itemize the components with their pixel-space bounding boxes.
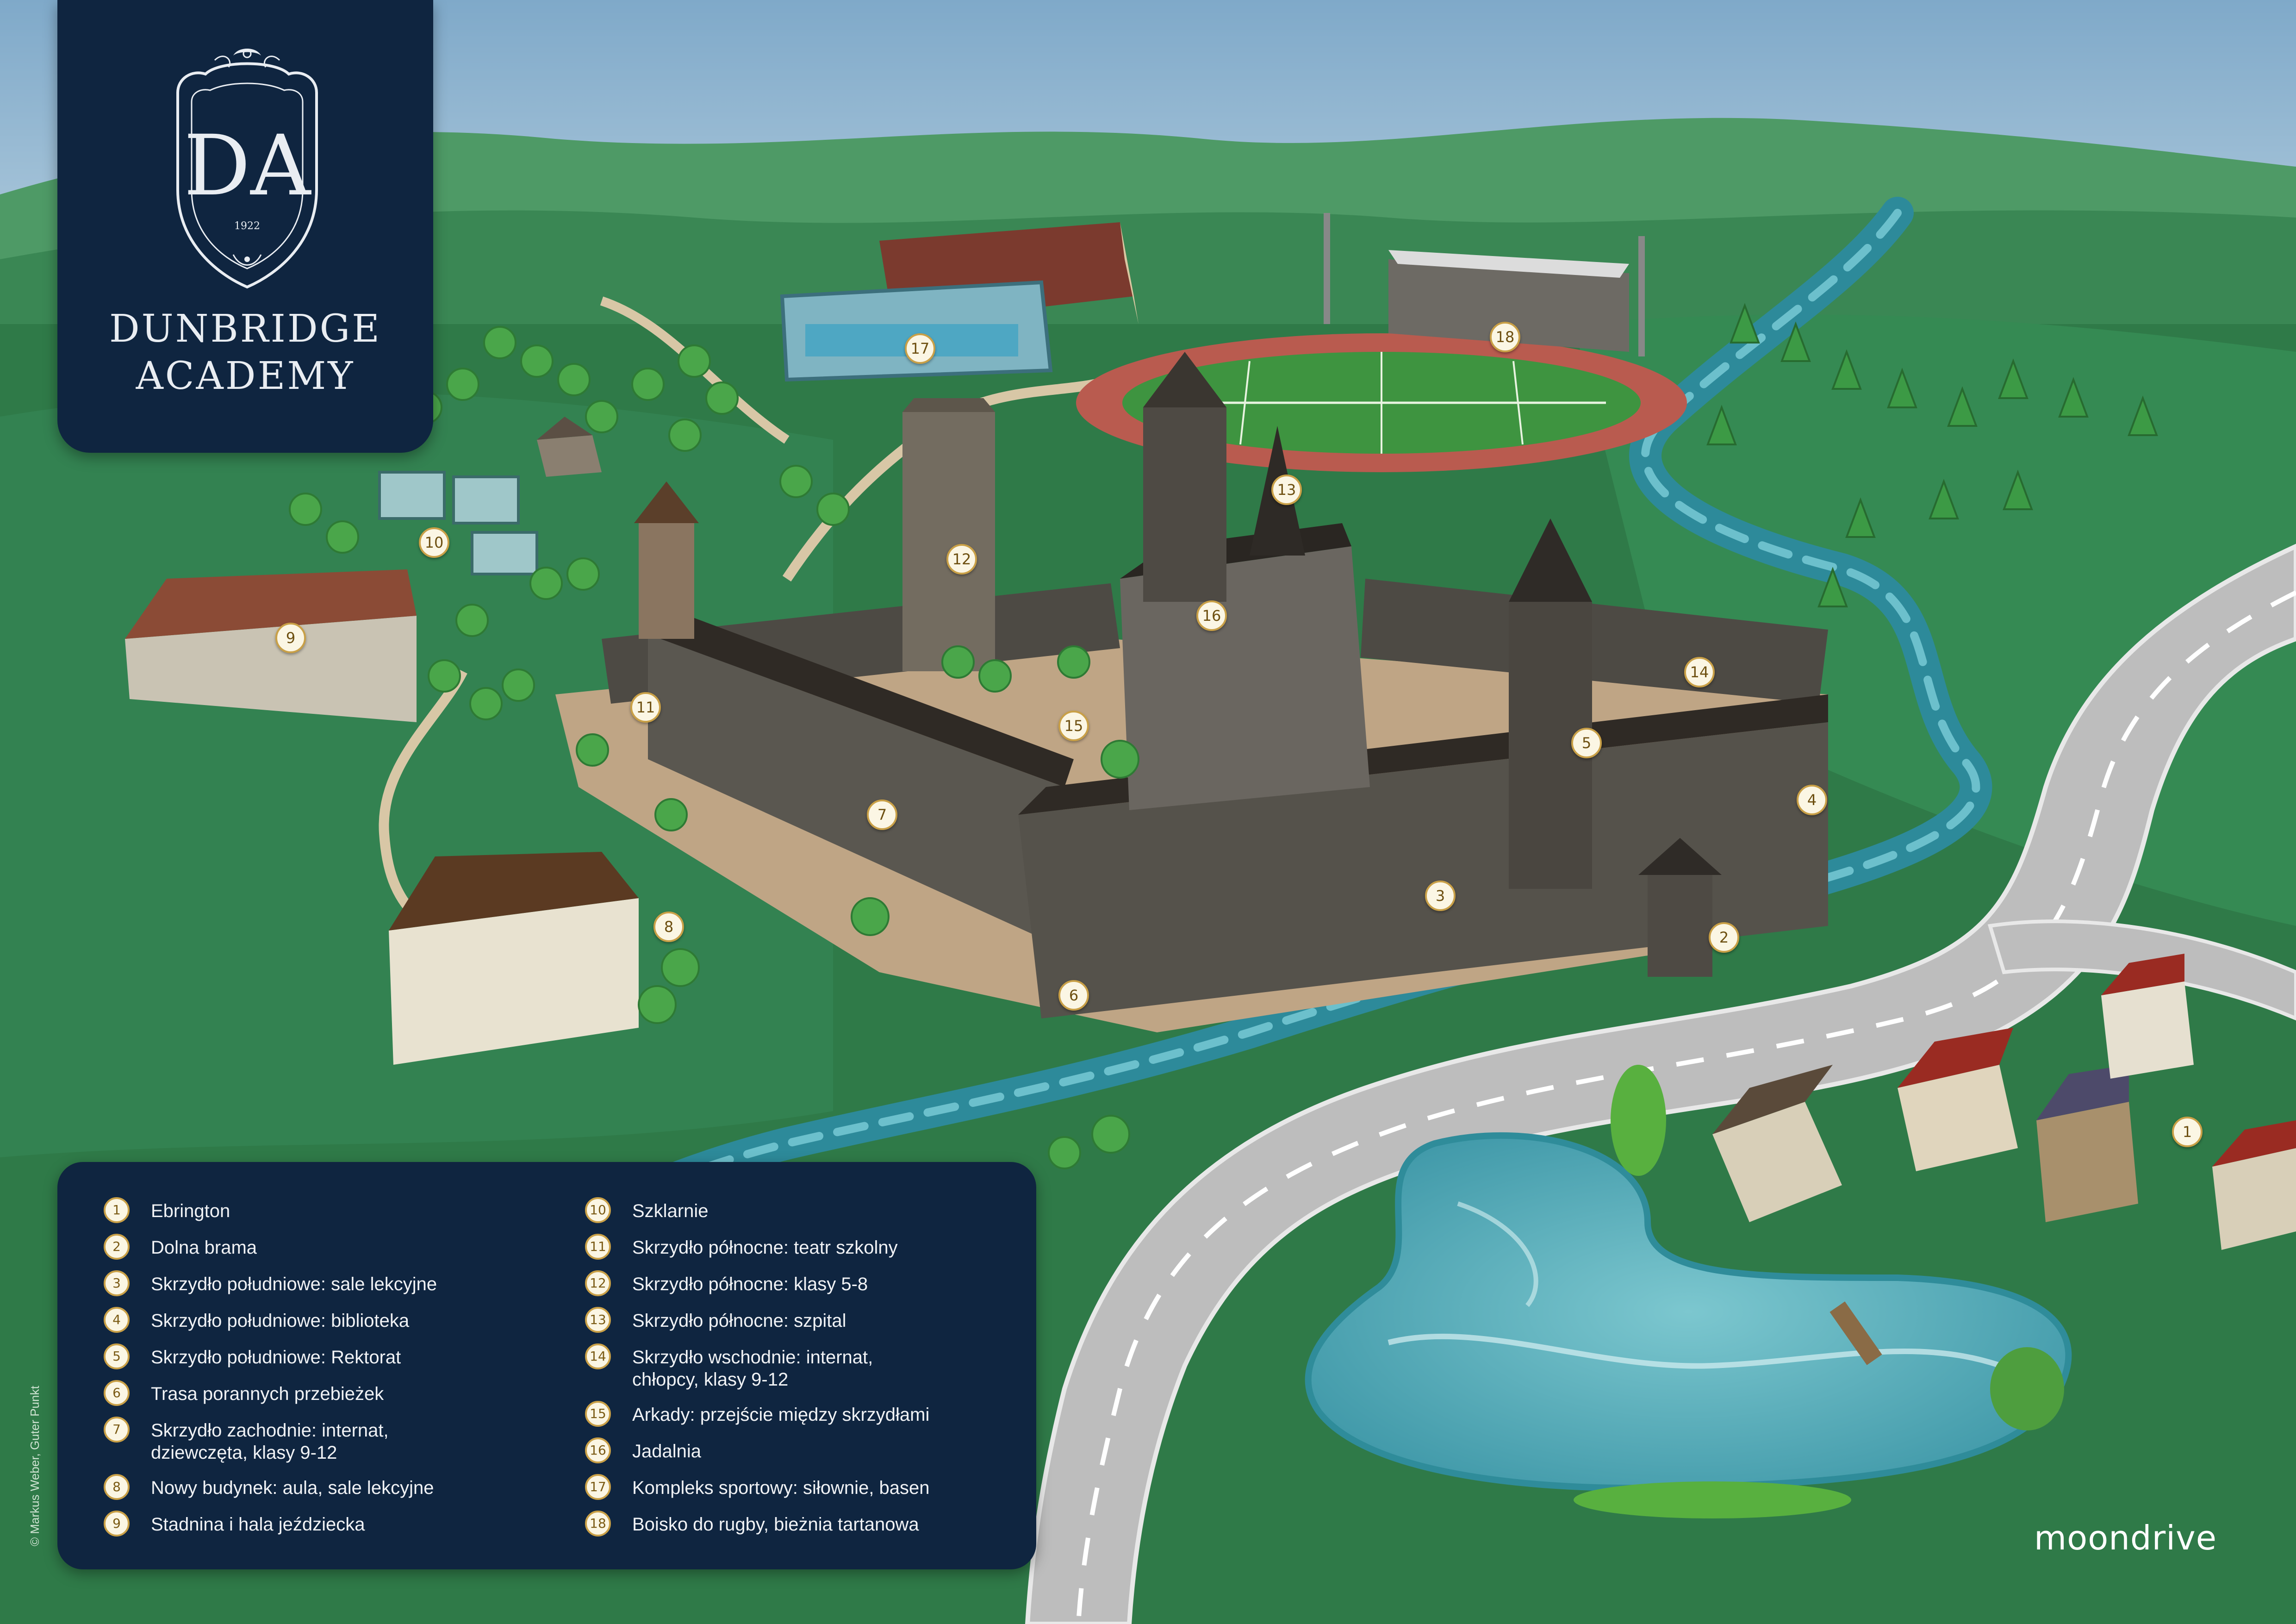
crest-emblem: DA 1922 <box>176 49 318 289</box>
legend-number: 18 <box>585 1511 611 1537</box>
lake-ripple-2 <box>1457 1201 1538 1307</box>
legend-label: Trasa porannych przebieżek <box>151 1384 384 1404</box>
legend-label: Skrzydło północne: klasy 5-8 <box>632 1274 868 1294</box>
legend-label: Szklarnie <box>632 1201 709 1221</box>
legend-label: Skrzydło zachodnie: internat, dziewczęta… <box>151 1420 389 1463</box>
legend-label: Jadalnia <box>632 1441 702 1462</box>
legend-label: Kompleks sportowy: siłownie, basen <box>632 1478 930 1498</box>
river-highlight <box>528 209 1980 1254</box>
crest-year: 1922 <box>234 220 260 232</box>
map-marker-16[interactable]: 16 <box>1196 600 1227 631</box>
legend-number: 13 <box>585 1307 611 1333</box>
legend-number: 14 <box>585 1343 611 1369</box>
map-marker-2[interactable]: 2 <box>1709 922 1739 953</box>
legend-number: 17 <box>585 1474 611 1500</box>
map-marker-18[interactable]: 18 <box>1490 322 1520 352</box>
map-marker-6[interactable]: 6 <box>1058 980 1089 1011</box>
brand-name-line2: ACADEMY <box>136 354 355 398</box>
tower-cathedral <box>1143 407 1226 602</box>
legend-label: Stadnina i hala jeździecka <box>151 1514 365 1535</box>
legend-number: 2 <box>104 1234 130 1260</box>
conifers <box>1706 303 2158 607</box>
map-marker-7[interactable]: 7 <box>867 800 897 830</box>
map-marker-3[interactable]: 3 <box>1425 881 1456 911</box>
hedge <box>1574 1481 1851 1518</box>
tower-12 <box>902 412 995 671</box>
map-marker-9[interactable]: 9 <box>275 623 306 653</box>
legend-number: 3 <box>104 1270 130 1296</box>
legend-number: 12 <box>585 1270 611 1296</box>
legend-label: Skrzydło wschodnie: internat, chłopcy, k… <box>632 1347 873 1390</box>
map-marker-15[interactable]: 15 <box>1058 711 1089 741</box>
legend-number: 5 <box>104 1343 130 1369</box>
dining-hall <box>1120 546 1370 810</box>
lake-ripple <box>1388 1333 2015 1373</box>
legend-label: Nowy budynek: aula, sale lekcyjne <box>151 1478 434 1498</box>
copyright-credit: © Markus Weber, Guter Punkt <box>28 1386 42 1546</box>
village <box>1712 954 2296 1250</box>
legend-number: 11 <box>585 1234 611 1260</box>
map-marker-8[interactable]: 8 <box>653 912 684 942</box>
greenhouses <box>378 471 538 575</box>
legend-label: Dolna brama <box>151 1237 257 1258</box>
publisher-logo: moondrive <box>2034 1518 2217 1557</box>
map-marker-13[interactable]: 13 <box>1271 475 1302 505</box>
lower-gate <box>1648 870 1712 977</box>
brand-card: DA 1922 DUNBRIDGE ACADEMY <box>57 0 433 453</box>
map-marker-17[interactable]: 17 <box>905 333 935 364</box>
grandstand <box>1388 259 1629 352</box>
brand-name-line1: DUNBRIDGE <box>109 307 382 351</box>
legend-number: 15 <box>585 1401 611 1427</box>
map-marker-12[interactable]: 12 <box>946 544 977 575</box>
legend-label: Boisko do rugby, bieżnia tartanowa <box>632 1514 919 1535</box>
legend-number: 4 <box>104 1307 130 1333</box>
legend-number: 16 <box>585 1437 611 1463</box>
legend-number: 9 <box>104 1511 130 1537</box>
legend-number: 7 <box>104 1417 130 1443</box>
legend-label: Skrzydło północne: teatr szkolny <box>632 1237 898 1258</box>
road <box>1025 543 2296 1624</box>
legend-label: Skrzydło południowe: Rektorat <box>151 1347 401 1368</box>
legend-number: 1 <box>104 1197 130 1223</box>
west-wing <box>648 634 1064 944</box>
legend-label: Skrzydło północne: szpital <box>632 1311 846 1331</box>
legend-label: Skrzydło południowe: biblioteka <box>151 1311 410 1331</box>
tower-11 <box>639 518 694 639</box>
map-marker-14[interactable]: 14 <box>1684 657 1715 687</box>
map-marker-4[interactable]: 4 <box>1797 785 1827 815</box>
stable <box>125 616 417 722</box>
legend-label: Skrzydło południowe: sale lekcyjne <box>151 1274 437 1294</box>
legend-label: Arkady: przejście między skrzydłami <box>632 1405 930 1425</box>
map-marker-1[interactable]: 1 <box>2172 1117 2203 1147</box>
crest-monogram: DA <box>184 118 311 214</box>
map-marker-11[interactable]: 11 <box>630 692 661 723</box>
legend-number: 6 <box>104 1380 130 1406</box>
trees <box>289 326 1139 1169</box>
jetty <box>1829 1301 1882 1365</box>
new-building <box>389 898 639 1065</box>
legend-label: Ebrington <box>151 1201 230 1221</box>
legend-number: 10 <box>585 1197 611 1223</box>
legend-number: 8 <box>104 1474 130 1500</box>
map-marker-5[interactable]: 5 <box>1571 728 1602 758</box>
map-marker-10[interactable]: 10 <box>419 527 449 558</box>
